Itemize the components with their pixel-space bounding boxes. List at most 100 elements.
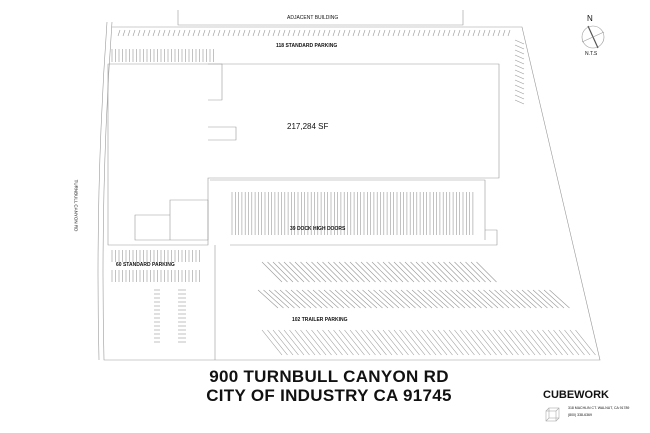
trailer-stall-line bbox=[289, 261, 300, 273]
trailer-stall-line bbox=[520, 298, 532, 309]
trailer-stall-line bbox=[432, 298, 444, 309]
parking-stall-line bbox=[407, 29, 411, 37]
trailer-stall-line bbox=[494, 289, 505, 300]
parking-stall-line bbox=[427, 29, 431, 37]
trailer-stall-line bbox=[498, 298, 510, 309]
trailer-stall-line bbox=[432, 261, 443, 273]
trailer-stall-line bbox=[411, 289, 423, 300]
trailer-stall-line bbox=[526, 298, 537, 309]
trailer-stall-line bbox=[476, 329, 487, 343]
parking-stall-line bbox=[514, 99, 525, 105]
parking-stall-line bbox=[257, 29, 261, 37]
trailer-stall-line bbox=[366, 298, 378, 309]
trailer-stall-line bbox=[399, 329, 410, 343]
parking-stall-line bbox=[207, 29, 211, 37]
trailer-stall-line bbox=[381, 342, 393, 356]
trailer-stall-line bbox=[564, 329, 575, 343]
trailer-stall-line bbox=[465, 298, 477, 309]
trailer-stall-line bbox=[315, 271, 327, 283]
trailer-stall-line bbox=[509, 329, 520, 343]
parking-stripes bbox=[111, 29, 596, 356]
trailer-stall-line bbox=[378, 289, 390, 300]
trailer-stall-line bbox=[498, 329, 509, 343]
trailer-stall-line bbox=[493, 298, 504, 309]
trailer-stall-line bbox=[482, 298, 493, 309]
trailer-stall-line bbox=[354, 342, 365, 356]
trailer-stall-line bbox=[393, 261, 405, 273]
trailer-stall-line bbox=[549, 289, 560, 300]
street-curb bbox=[97, 21, 108, 361]
parking-stall-line bbox=[157, 29, 161, 37]
trailer-stall-line bbox=[376, 342, 387, 356]
trailer-stall-line bbox=[261, 329, 273, 343]
trailer-stall-line bbox=[293, 271, 305, 283]
trailer-stall-line bbox=[447, 342, 459, 356]
trailer-stall-line bbox=[481, 329, 493, 343]
parking-stall-line bbox=[387, 29, 391, 37]
company-name: CUBEWORK bbox=[543, 389, 609, 401]
trailer-stall-line bbox=[333, 298, 345, 309]
trailer-stall-line bbox=[520, 329, 531, 343]
parking-stall-line bbox=[514, 79, 525, 85]
trailer-stall-line bbox=[480, 271, 492, 283]
trailer-stall-line bbox=[400, 289, 412, 300]
trailer-stall-line bbox=[367, 289, 379, 300]
trailer-stall-line bbox=[575, 329, 586, 343]
parking-stall-line bbox=[347, 29, 351, 37]
parking-stall-line bbox=[432, 29, 436, 37]
trailer-stall-line bbox=[425, 271, 437, 283]
trailer-stall-line bbox=[542, 298, 554, 309]
parking-stall-line bbox=[514, 49, 525, 55]
trailer-stall-line bbox=[453, 271, 464, 283]
trailer-stall-line bbox=[514, 329, 526, 343]
trailer-stall-line bbox=[470, 329, 482, 343]
trailer-stall-line bbox=[403, 342, 415, 356]
parking-stall-line bbox=[337, 29, 341, 37]
trailer-stall-line bbox=[327, 329, 339, 343]
trailer-stall-line bbox=[356, 289, 368, 300]
street-label: TURNBULL CANYON RD bbox=[73, 179, 79, 232]
trailer-stall-line bbox=[470, 261, 482, 273]
trailer-stall-line bbox=[543, 289, 555, 300]
trailer-stall-line bbox=[414, 271, 426, 283]
parking-stall-line bbox=[352, 29, 356, 37]
trailer-stall-line bbox=[574, 342, 585, 356]
trailer-stall-line bbox=[548, 298, 559, 309]
company-phone: (800) 338-6369 bbox=[568, 413, 592, 417]
parking-stall-line bbox=[252, 29, 256, 37]
trailer-stall-line bbox=[355, 261, 366, 273]
trailer-stall-line bbox=[338, 261, 350, 273]
trailer-stall-line bbox=[272, 261, 284, 273]
trailer-stall-line bbox=[294, 329, 306, 343]
parking-stall-line bbox=[287, 29, 291, 37]
trailer-stall-line bbox=[289, 298, 301, 309]
parking-stall-line bbox=[327, 29, 331, 37]
parking-stall-line bbox=[492, 29, 496, 37]
trailer-stall-line bbox=[326, 271, 338, 283]
parking-stall-line bbox=[272, 29, 276, 37]
trailer-stall-line bbox=[437, 261, 449, 273]
trailer-stall-line bbox=[317, 298, 328, 309]
trailer-stall-line bbox=[267, 298, 279, 309]
trailer-stall-line bbox=[453, 342, 464, 356]
parking-stall-line bbox=[312, 29, 316, 37]
trailer-stall-line bbox=[321, 271, 332, 283]
trailer-stall-line bbox=[553, 298, 565, 309]
trailer-stall-line bbox=[558, 329, 570, 343]
trailer-stall-line bbox=[360, 329, 372, 343]
trailer-stall-line bbox=[410, 261, 421, 273]
trailer-stall-line bbox=[274, 289, 285, 300]
trailer-stall-line bbox=[295, 298, 306, 309]
trailer-stall-line bbox=[486, 271, 497, 283]
trailer-stall-line bbox=[263, 289, 274, 300]
trailer-stall-line bbox=[384, 289, 395, 300]
parking-stall-line bbox=[142, 29, 146, 37]
trailer-stall-line bbox=[415, 329, 427, 343]
trailer-stall-line bbox=[409, 271, 420, 283]
parking-stall-line bbox=[172, 29, 176, 37]
trailer-parking-label: 102 TRAILER PARKING bbox=[292, 317, 348, 323]
trailer-stall-line bbox=[311, 329, 322, 343]
address-title-line1: 900 TURNBULL CANYON RD bbox=[209, 367, 449, 386]
trailer-stall-line bbox=[405, 298, 416, 309]
trailer-stall-line bbox=[542, 329, 553, 343]
